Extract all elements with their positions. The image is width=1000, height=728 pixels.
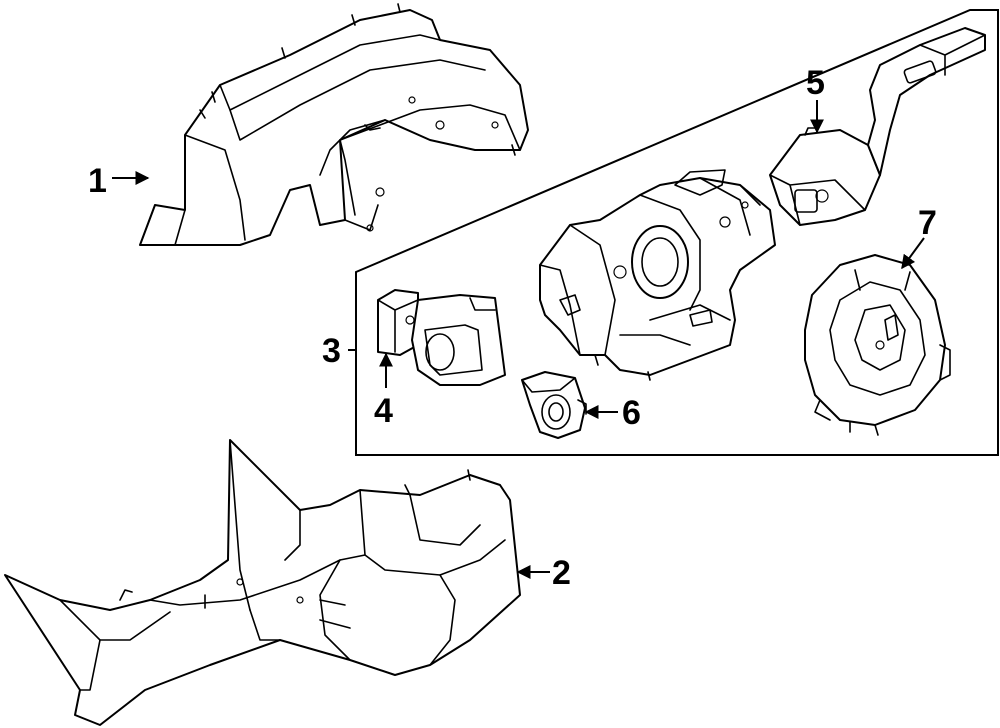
switch-bracket-part (377, 289, 506, 386)
callout-4-number: 4 (374, 392, 393, 430)
clock-spring-part (804, 254, 951, 436)
wiper-switch-part (769, 27, 986, 226)
lower-shroud-part (4, 439, 521, 726)
callout-7-leader (901, 237, 925, 270)
ignition-switch-housing-part (539, 169, 776, 381)
inset-box (355, 9, 999, 456)
callout-2-number: 2 (552, 554, 571, 592)
sensor-part (521, 371, 587, 439)
callout-7-number: 7 (918, 204, 937, 242)
callout-3-number: 3 (322, 332, 341, 370)
callout-1-number: 1 (88, 162, 107, 200)
callout-6-number: 6 (622, 394, 641, 432)
upper-shroud-part (139, 3, 529, 246)
callout-5-number: 5 (806, 64, 825, 102)
